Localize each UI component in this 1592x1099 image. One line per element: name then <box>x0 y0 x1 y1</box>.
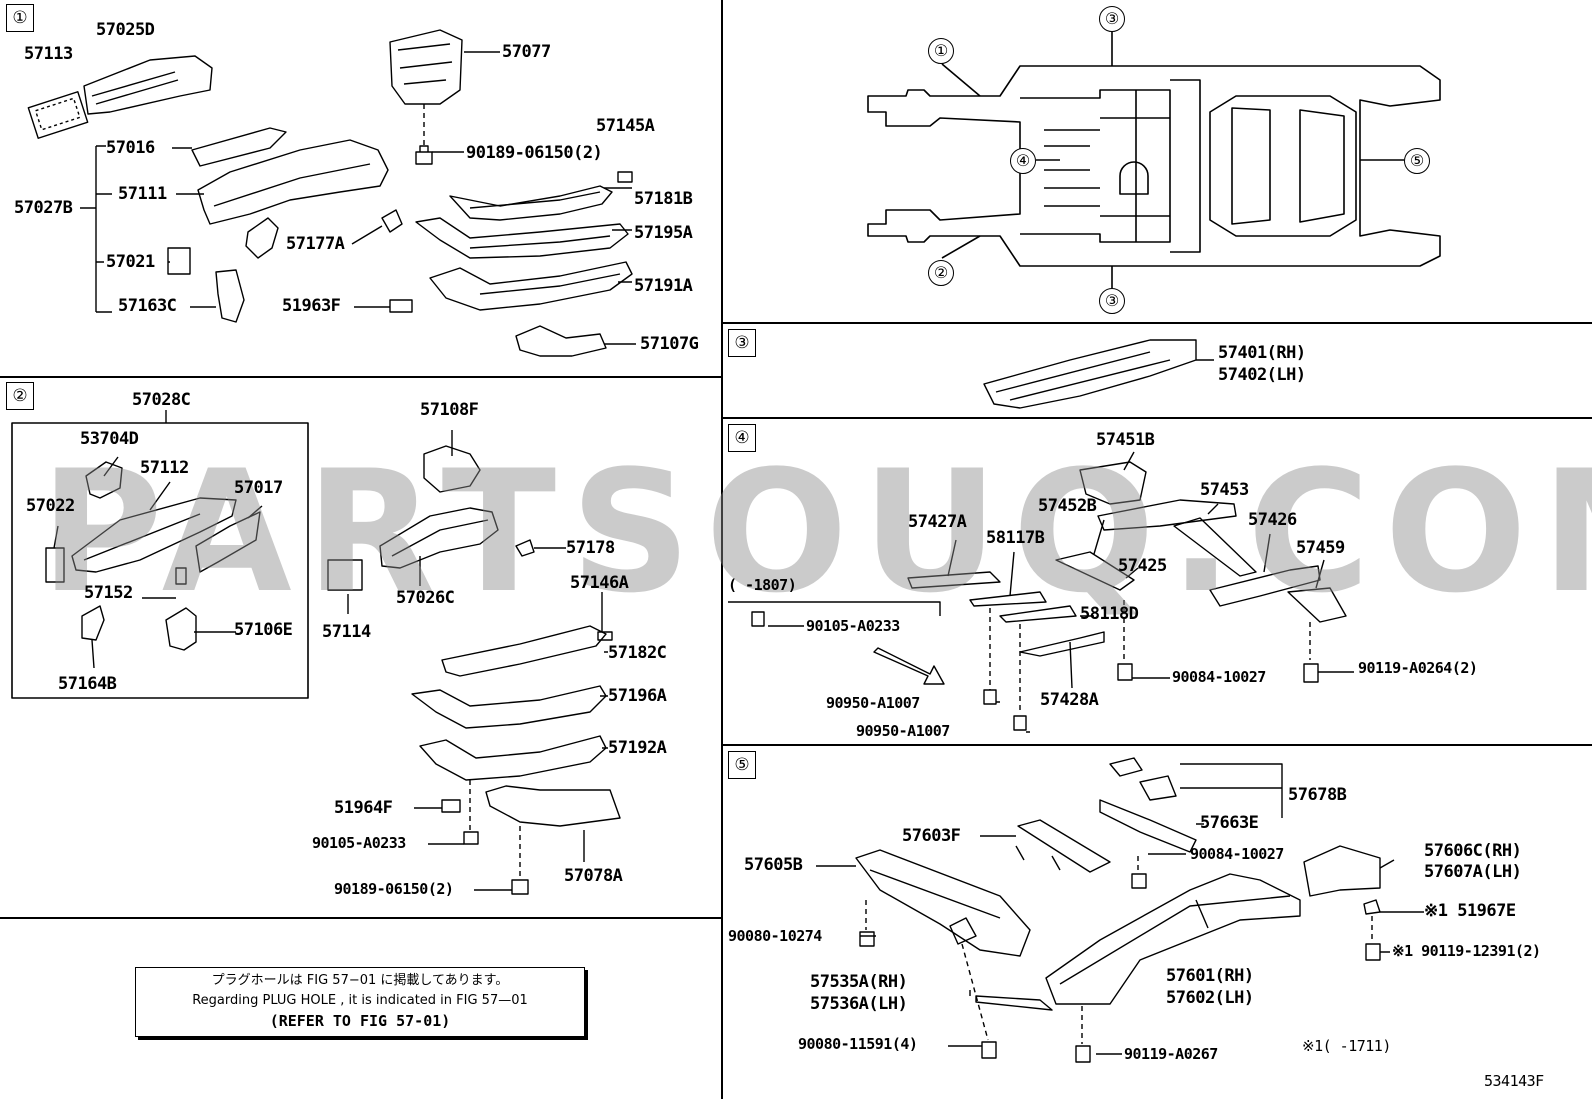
note-line-japanese: プラグホールは FIG 57−01 に掲載してあります。 <box>211 973 509 988</box>
part-57663E[interactable]: 57663E <box>1200 813 1259 833</box>
part-57108F[interactable]: 57108F <box>420 400 479 420</box>
section-number-4: ④ <box>728 424 756 452</box>
part-57164B[interactable]: 57164B <box>58 674 117 694</box>
part-90084-10027-s5[interactable]: 90084-10027 <box>1190 845 1284 863</box>
footnote-1711: ※1( -1711) <box>1302 1037 1391 1055</box>
plug-hole-note: プラグホールは FIG 57−01 に掲載してあります。 Regarding P… <box>135 967 585 1037</box>
part-57536A-LH[interactable]: 57536A(LH) <box>810 994 908 1014</box>
part-57181B[interactable]: 57181B <box>634 189 693 209</box>
section2-parts <box>11 410 621 895</box>
part-90105-A0233-s4[interactable]: 90105-A0233 <box>806 617 900 635</box>
part-57106E[interactable]: 57106E <box>234 620 293 640</box>
part-57152[interactable]: 57152 <box>84 583 133 603</box>
part-90119-A0267[interactable]: 90119-A0267 <box>1124 1045 1218 1063</box>
part-57182C[interactable]: 57182C <box>608 643 667 663</box>
part-57402-LH[interactable]: 57402(LH) <box>1218 365 1306 385</box>
part-57605B[interactable]: 57605B <box>744 855 803 875</box>
part-57145A[interactable]: 57145A <box>596 116 655 136</box>
part-57021[interactable]: 57021 <box>106 252 155 272</box>
part-57535A-RH[interactable]: 57535A(RH) <box>810 972 908 992</box>
part-57025D[interactable]: 57025D <box>96 20 155 40</box>
figure-id: 534143F <box>1484 1072 1544 1090</box>
section4-parts <box>728 451 1354 733</box>
section1-parts <box>27 29 636 357</box>
overview-callout-3-top[interactable]: ③ <box>1099 6 1125 32</box>
part-90950-A1007-a[interactable]: 90950-A1007 <box>826 694 920 712</box>
part-57601-RH[interactable]: 57601(RH) <box>1166 966 1254 986</box>
part-57016[interactable]: 57016 <box>106 138 155 158</box>
section5-parts <box>816 757 1424 1063</box>
section3-parts <box>983 339 1214 409</box>
part-57401-RH[interactable]: 57401(RH) <box>1218 343 1306 363</box>
part-57428A[interactable]: 57428A <box>1040 690 1099 710</box>
part-57452B[interactable]: 57452B <box>1038 496 1097 516</box>
part-51963F[interactable]: 51963F <box>282 296 341 316</box>
part-57602-LH[interactable]: 57602(LH) <box>1166 988 1254 1008</box>
section-number-5: ⑤ <box>728 751 756 779</box>
part-90119-12391[interactable]: ※1 90119-12391(2) <box>1392 942 1541 960</box>
part-57178[interactable]: 57178 <box>566 538 615 558</box>
part-90950-A1007-b[interactable]: 90950-A1007 <box>856 722 950 740</box>
part-57427A[interactable]: 57427A <box>908 512 967 532</box>
part-58118D[interactable]: 58118D <box>1080 604 1139 624</box>
part-57192A[interactable]: 57192A <box>608 738 667 758</box>
part-57451B[interactable]: 57451B <box>1096 430 1155 450</box>
overview-callout-5[interactable]: ⑤ <box>1404 148 1430 174</box>
part-57607A-LH[interactable]: 57607A(LH) <box>1424 862 1522 882</box>
part-58117B[interactable]: 58117B <box>986 528 1045 548</box>
overview-callout-1[interactable]: ① <box>928 38 954 64</box>
part-57195A[interactable]: 57195A <box>634 223 693 243</box>
part-53704D[interactable]: 53704D <box>80 429 139 449</box>
part-57112[interactable]: 57112 <box>140 458 189 478</box>
overview-callout-4[interactable]: ④ <box>1010 148 1036 174</box>
part-57606C-RH[interactable]: 57606C(RH) <box>1424 841 1522 861</box>
part-57146A[interactable]: 57146A <box>570 573 629 593</box>
part-57107G[interactable]: 57107G <box>640 334 699 354</box>
part-57426[interactable]: 57426 <box>1248 510 1297 530</box>
part-57196A[interactable]: 57196A <box>608 686 667 706</box>
part-57453[interactable]: 57453 <box>1200 480 1249 500</box>
range-note-1807: ( -1807) <box>728 576 797 594</box>
overview-callout-2[interactable]: ② <box>928 260 954 286</box>
part-57163C[interactable]: 57163C <box>118 296 177 316</box>
part-51967E[interactable]: ※1 51967E <box>1424 901 1516 921</box>
part-57114[interactable]: 57114 <box>322 622 371 642</box>
part-51964F[interactable]: 51964F <box>334 798 393 818</box>
part-90119-A0264[interactable]: 90119-A0264(2) <box>1358 659 1478 677</box>
part-57027B[interactable]: 57027B <box>14 198 73 218</box>
part-57028C[interactable]: 57028C <box>132 390 191 410</box>
part-57017[interactable]: 57017 <box>234 478 283 498</box>
part-57026C[interactable]: 57026C <box>396 588 455 608</box>
part-57077[interactable]: 57077 <box>502 42 551 62</box>
part-57459[interactable]: 57459 <box>1296 538 1345 558</box>
part-57078A[interactable]: 57078A <box>564 866 623 886</box>
overview-callout-3-bottom[interactable]: ③ <box>1099 288 1125 314</box>
part-57678B[interactable]: 57678B <box>1288 785 1347 805</box>
part-90189-06150-b[interactable]: 90189-06150(2) <box>334 880 454 898</box>
part-57177A[interactable]: 57177A <box>286 234 345 254</box>
part-90080-10274[interactable]: 90080-10274 <box>728 927 822 945</box>
part-90084-10027-s4[interactable]: 90084-10027 <box>1172 668 1266 686</box>
part-90189-06150[interactable]: 90189-06150(2) <box>466 143 603 163</box>
note-line-english: Regarding PLUG HOLE , it is indicated in… <box>192 993 528 1008</box>
part-90080-11591[interactable]: 90080-11591(4) <box>798 1035 918 1053</box>
overview-frame <box>867 30 1441 288</box>
note-refer-link[interactable]: (REFER TO FIG 57-01) <box>269 1012 451 1030</box>
part-90105-A0233[interactable]: 90105-A0233 <box>312 834 406 852</box>
section-number-2: ② <box>6 382 34 410</box>
part-57022[interactable]: 57022 <box>26 496 75 516</box>
section-number-1: ① <box>6 4 34 32</box>
watermark: PARTSOUQ.COM <box>40 434 1592 630</box>
section-number-3: ③ <box>728 329 756 357</box>
part-57425[interactable]: 57425 <box>1118 556 1167 576</box>
part-57113[interactable]: 57113 <box>24 44 73 64</box>
part-57111[interactable]: 57111 <box>118 184 167 204</box>
part-57603F[interactable]: 57603F <box>902 826 961 846</box>
part-57191A[interactable]: 57191A <box>634 276 693 296</box>
